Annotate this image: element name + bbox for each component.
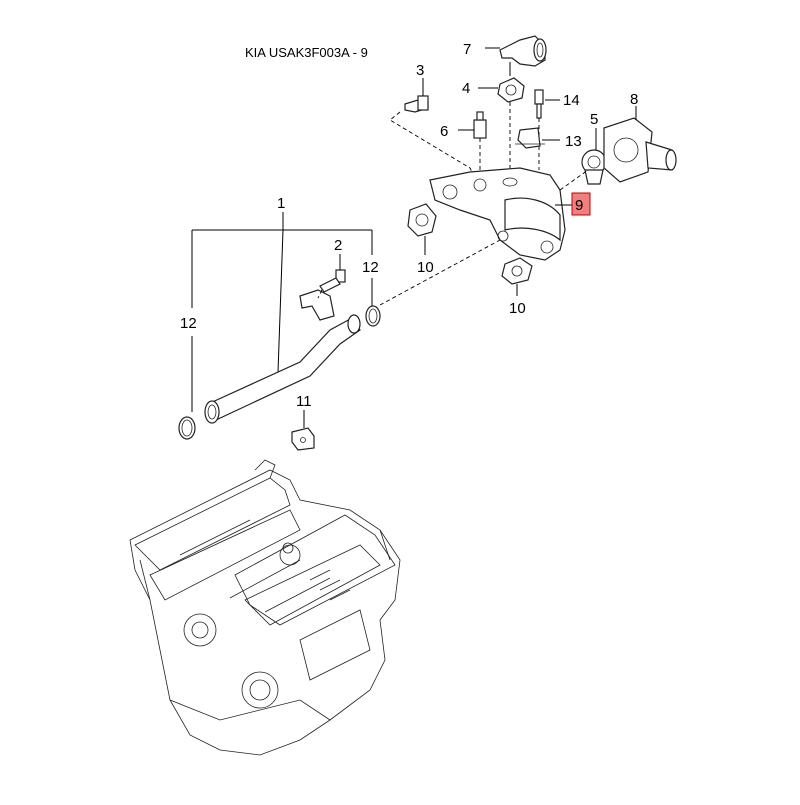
- callout-3: 3: [416, 62, 424, 79]
- part-10-gasket-bottom[interactable]: [501, 257, 533, 285]
- part-11-bracket[interactable]: [291, 427, 315, 451]
- callout-10-bottom: 10: [509, 300, 526, 317]
- part-8-thermostat-housing[interactable]: [603, 117, 677, 183]
- callout-4: 4: [462, 80, 470, 97]
- callout-11: 11: [296, 393, 312, 410]
- callout-9: 9: [575, 197, 583, 214]
- part-12-o-ring-right[interactable]: [365, 305, 381, 327]
- part-10-gasket-left[interactable]: [407, 203, 437, 237]
- part-7-outlet-elbow[interactable]: [499, 35, 547, 67]
- engine-block-illustration: [129, 459, 401, 756]
- part-12-o-ring-left[interactable]: [178, 416, 196, 440]
- callout-5: 5: [590, 111, 598, 128]
- callout-9-highlight[interactable]: [571, 192, 591, 216]
- part-3-bolt[interactable]: [404, 95, 429, 113]
- callout-7: 7: [463, 41, 471, 58]
- part-6-sensor[interactable]: [473, 111, 487, 139]
- callout-1: 1: [277, 195, 285, 212]
- callout-12-right: 12: [362, 259, 379, 276]
- callout-10-left: 10: [417, 259, 434, 276]
- part-4-gasket[interactable]: [497, 77, 525, 103]
- callout-2: 2: [334, 237, 342, 254]
- part-9-coolant-housing[interactable]: [429, 167, 566, 261]
- part-1-water-pipe[interactable]: [204, 289, 361, 424]
- diagram-title: KIA USAK3F003A - 9: [245, 45, 368, 60]
- callout-12-left: 12: [180, 315, 197, 332]
- part-13-bracket[interactable]: [515, 127, 545, 149]
- callout-6: 6: [440, 123, 448, 140]
- callout-14: 14: [563, 92, 580, 109]
- part-5-thermostat[interactable]: [581, 149, 607, 185]
- part-2-bolt[interactable]: [319, 269, 346, 293]
- callout-8: 8: [630, 91, 638, 108]
- part-14-bolt[interactable]: [534, 89, 544, 119]
- callout-13: 13: [565, 133, 582, 150]
